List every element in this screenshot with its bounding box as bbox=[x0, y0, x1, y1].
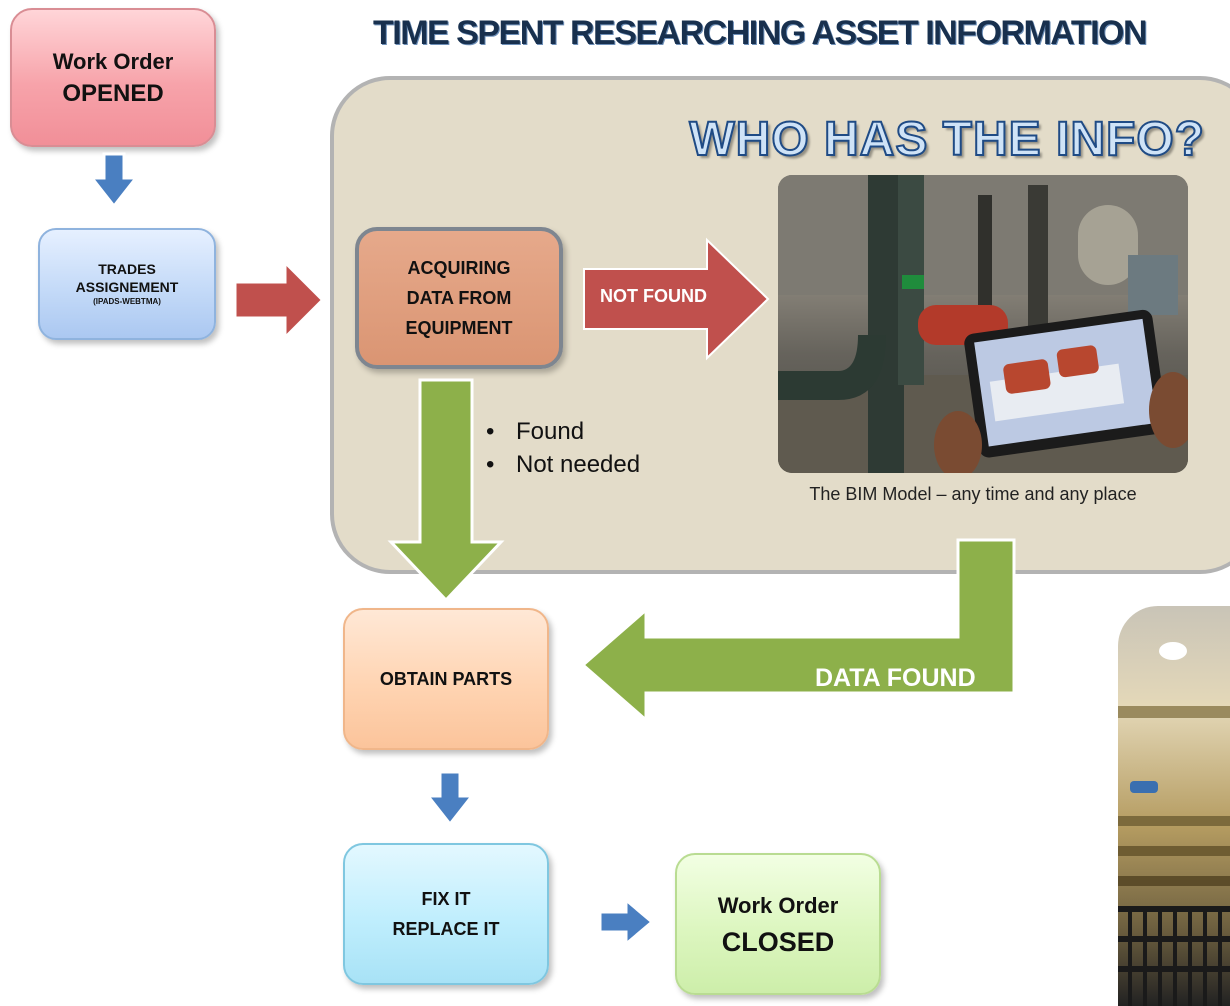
work-order-opened-box: Work Order OPENED bbox=[10, 8, 216, 147]
trades-assignment-box: TRADES ASSIGNEMENT (IPADS-WEBTMA) bbox=[38, 228, 216, 340]
work-order-closed-line1: Work Order bbox=[717, 893, 839, 918]
found-down-arrow bbox=[387, 378, 505, 603]
not-found-label: NOT FOUND bbox=[600, 286, 707, 306]
acquiring-data-box: ACQUIRING DATA FROM EQUIPMENT bbox=[355, 227, 563, 369]
acquiring-line3: EQUIPMENT bbox=[405, 318, 513, 338]
work-order-closed-box: Work Order CLOSED bbox=[675, 853, 881, 995]
bullet-found: Found bbox=[486, 415, 686, 448]
acquiring-line2: DATA FROM bbox=[406, 288, 512, 308]
not-found-arrow bbox=[583, 237, 770, 361]
fix-it-line2: REPLACE IT bbox=[392, 919, 500, 939]
fix-it-line1: FIX IT bbox=[421, 889, 471, 909]
right-arrow-icon bbox=[598, 896, 655, 948]
bullet-not-needed: Not needed bbox=[486, 448, 686, 481]
fix-it-box: FIX IT REPLACE IT bbox=[343, 843, 549, 985]
obtain-parts-label: OBTAIN PARTS bbox=[379, 668, 513, 689]
work-order-opened-line2: OPENED bbox=[62, 79, 164, 107]
result-bullet-list: Found Not needed bbox=[486, 415, 686, 481]
gym-photo bbox=[1118, 606, 1230, 1006]
acquiring-line1: ACQUIRING bbox=[407, 258, 511, 278]
data-found-arrow bbox=[580, 538, 1016, 724]
trades-line2: ASSIGNEMENT bbox=[75, 279, 179, 295]
panel-heading: WHO HAS THE INFO? bbox=[688, 112, 1205, 167]
work-order-closed-line2: CLOSED bbox=[721, 927, 835, 957]
photo-caption: The BIM Model – any time and any place bbox=[809, 484, 1137, 504]
obtain-parts-box: OBTAIN PARTS bbox=[343, 608, 549, 750]
bim-model-photo bbox=[778, 175, 1188, 473]
down-arrow-icon bbox=[88, 152, 140, 209]
trades-line3: (IPADS-WEBTMA) bbox=[93, 297, 161, 306]
data-found-label: DATA FOUND bbox=[815, 664, 976, 692]
trades-line1: TRADES bbox=[98, 261, 156, 277]
photo-illustration bbox=[778, 175, 1188, 473]
gym-illustration bbox=[1118, 642, 1230, 1006]
right-arrow-icon bbox=[231, 253, 328, 347]
page-title: TIME SPENT RESEARCHING ASSET INFORMATION bbox=[373, 14, 1148, 52]
work-order-opened-line1: Work Order bbox=[52, 48, 174, 74]
down-arrow-icon bbox=[424, 770, 476, 827]
